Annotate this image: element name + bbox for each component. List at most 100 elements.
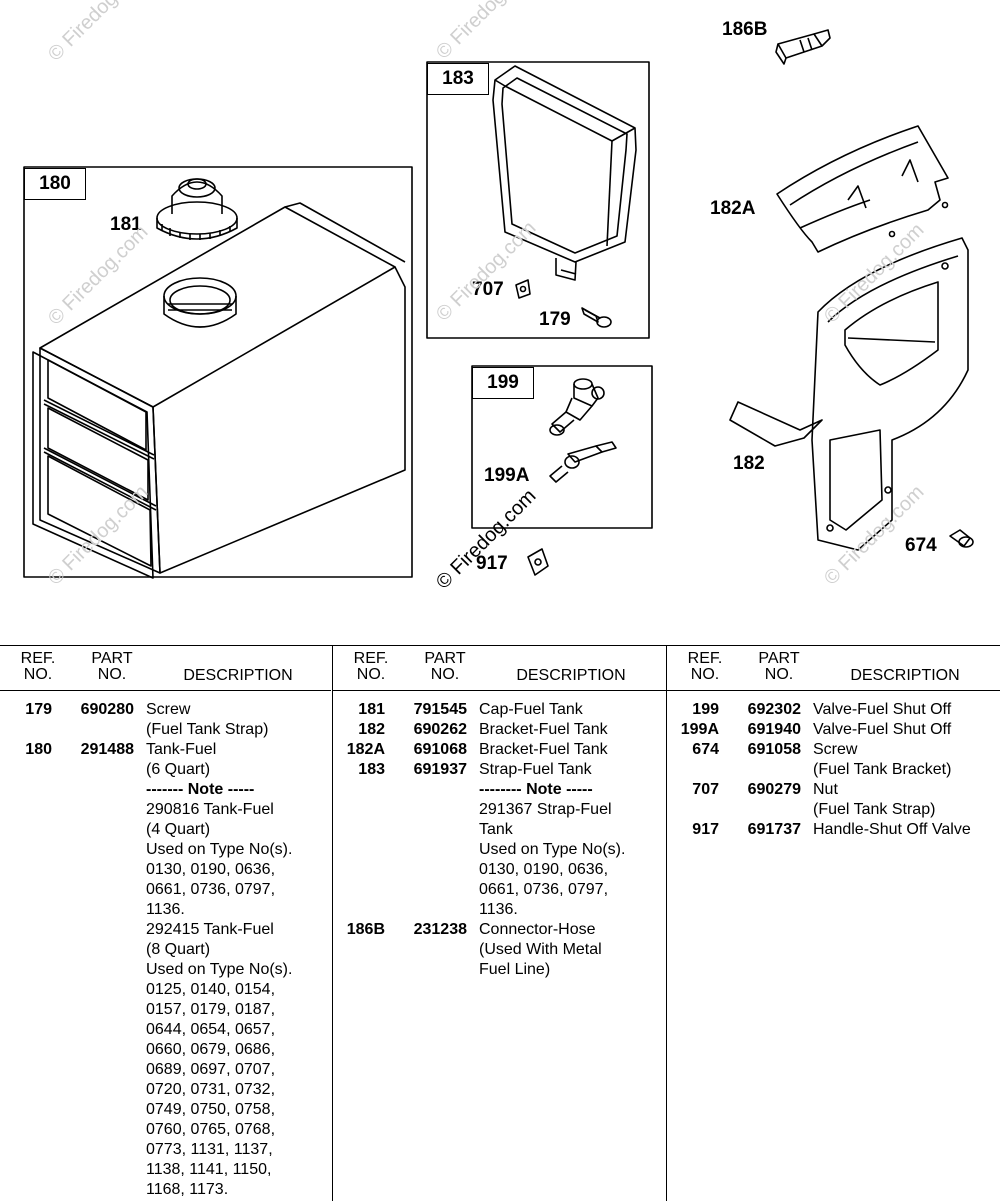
part-no: 691940 [747, 721, 801, 738]
bracket-182a-drawing [776, 125, 949, 253]
part-no: 691937 [413, 761, 467, 778]
table-row: -------- Note ----- [333, 780, 666, 800]
exploded-view-drawing [23, 29, 974, 579]
ref-no: 917 [692, 821, 719, 838]
part-no: 691068 [413, 741, 467, 758]
header-ref-text: REF. NO. [20, 650, 56, 683]
description: Handle-Shut Off Valve [813, 821, 971, 838]
ref-no: 183 [358, 761, 385, 778]
callout-917: 917 [476, 553, 508, 574]
description: 290816 Tank-Fuel (4 Quart) Used on Type … [146, 801, 293, 918]
parts-diagram: 180 183 199 181 186B 182A 707 179 199A 1… [0, 0, 1000, 600]
header-part-no: PART NO. [415, 651, 475, 683]
table-row: 182A 691068 Bracket-Fuel Tank [333, 740, 666, 760]
description: Bracket-Fuel Tank [479, 721, 608, 738]
bracket-182-drawing [729, 237, 974, 551]
callout-186b: 186B [722, 19, 768, 40]
ref-no: 181 [358, 701, 385, 718]
description: Screw (Fuel Tank Strap) [146, 701, 269, 738]
shutoff-valve-drawing [549, 378, 617, 483]
box-label-183: 183 [427, 63, 489, 95]
part-no: 691737 [747, 821, 801, 838]
header-part-no: PART NO. [82, 651, 142, 683]
description: Valve-Fuel Shut Off [813, 701, 952, 718]
description: Screw (Fuel Tank Bracket) [813, 741, 952, 778]
part-no: 791545 [413, 701, 467, 718]
part-no: 692302 [747, 701, 801, 718]
header-part-text: PART NO. [424, 650, 466, 683]
table-row: 182 690262 Bracket-Fuel Tank [333, 720, 666, 740]
table-row: 183 691937 Strap-Fuel Tank [333, 760, 666, 780]
part-no: 690280 [80, 701, 134, 718]
table-row: 181 791545 Cap-Fuel Tank [333, 700, 666, 720]
callout-199a: 199A [484, 465, 530, 486]
description: Valve-Fuel Shut Off [813, 721, 952, 738]
part-no: 291488 [80, 741, 134, 758]
ref-no: 179 [25, 701, 52, 718]
description: 292415 Tank-Fuel (8 Quart) Used on Type … [146, 921, 293, 1198]
callout-182: 182 [733, 453, 765, 474]
part-no: 691058 [747, 741, 801, 758]
rows: 179 690280 Screw (Fuel Tank Strap) 180 29148… [0, 691, 331, 1200]
table-row: 917 691737 Handle-Shut Off Valve [667, 820, 1000, 840]
part-no: 690279 [747, 781, 801, 798]
header-description: DESCRIPTION [516, 667, 626, 684]
shutoff-handle-drawing [527, 548, 549, 576]
table-header: REF. NO. PART NO. DESCRIPTION [333, 646, 666, 691]
table-row: 180 291488 Tank-Fuel (6 Quart) [0, 740, 331, 780]
header-description: DESCRIPTION [850, 667, 960, 684]
table-header: REF. NO. PART NO. DESCRIPTION [667, 646, 1000, 691]
note-heading: -------- Note ----- [479, 781, 593, 798]
header-ref-text: REF. NO. [353, 650, 389, 683]
table-row: 199A 691940 Valve-Fuel Shut Off [667, 720, 1000, 740]
fuel-tank-strap-drawing [492, 65, 637, 328]
callout-674: 674 [905, 535, 937, 556]
fuel-tank-drawing [32, 178, 406, 579]
description: Connector-Hose (Used With Metal Fuel Lin… [479, 921, 602, 978]
part-no: 231238 [413, 921, 467, 938]
table-row: 291367 Strap-Fuel Tank Used on Type No(s… [333, 800, 666, 920]
callout-179: 179 [539, 309, 571, 330]
note-heading: ------- Note ----- [146, 781, 255, 798]
ref-no: 199 [692, 701, 719, 718]
header-ref-text: REF. NO. [687, 650, 723, 683]
hose-connector-drawing [775, 29, 831, 65]
header-ref-no: REF. NO. [685, 651, 725, 683]
table-row: ------- Note ----- [0, 780, 331, 800]
ref-no: 180 [25, 741, 52, 758]
table-row: 290816 Tank-Fuel (4 Quart) Used on Type … [0, 800, 331, 920]
description: Bracket-Fuel Tank [479, 741, 608, 758]
ref-no: 182A [346, 741, 385, 758]
tank-frame [23, 166, 413, 578]
box-label-180: 180 [24, 168, 86, 200]
description: Tank-Fuel (6 Quart) [146, 741, 217, 778]
description: Cap-Fuel Tank [479, 701, 583, 718]
header-part-text: PART NO. [91, 650, 133, 683]
valve-frame [471, 365, 653, 529]
ref-no: 182 [358, 721, 385, 738]
strap-frame [426, 61, 650, 339]
table-header: REF. NO. PART NO. DESCRIPTION [0, 646, 331, 691]
part-no: 690262 [413, 721, 467, 738]
header-part-no: PART NO. [749, 651, 809, 683]
callout-707: 707 [472, 279, 504, 300]
ref-no: 199A [680, 721, 719, 738]
header-ref-no: REF. NO. [18, 651, 58, 683]
header-description: DESCRIPTION [183, 667, 293, 684]
ref-no: 186B [346, 921, 385, 938]
box-label-199: 199 [472, 367, 534, 399]
table-row: 179 690280 Screw (Fuel Tank Strap) [0, 700, 331, 740]
description: Nut (Fuel Tank Strap) [813, 781, 936, 818]
table-row: 292415 Tank-Fuel (8 Quart) Used on Type … [0, 920, 331, 1200]
header-part-text: PART NO. [758, 650, 800, 683]
description: Strap-Fuel Tank [479, 761, 592, 778]
callout-181: 181 [110, 214, 142, 235]
header-ref-no: REF. NO. [351, 651, 391, 683]
